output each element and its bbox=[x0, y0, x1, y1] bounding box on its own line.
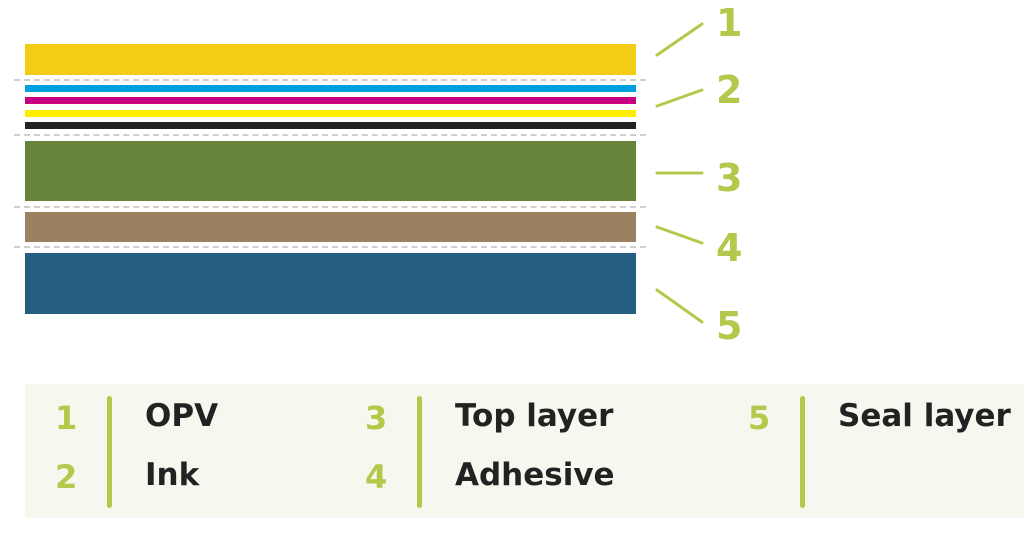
legend-num-5: 5 bbox=[748, 399, 771, 437]
leader-line-5 bbox=[655, 288, 704, 324]
divider bbox=[14, 134, 646, 136]
callout-1: 1 bbox=[716, 1, 743, 45]
legend-divider bbox=[417, 396, 422, 508]
legend-num-2: 2 bbox=[55, 458, 78, 496]
ink-cyan bbox=[25, 85, 636, 92]
legend-label-seal-layer: Seal layer bbox=[838, 398, 1011, 434]
legend-num-1: 1 bbox=[55, 399, 78, 437]
ink-black bbox=[25, 122, 636, 129]
legend-label-opv: OPV bbox=[145, 398, 219, 434]
divider bbox=[14, 79, 646, 81]
callout-2: 2 bbox=[716, 68, 743, 112]
ink-magenta bbox=[25, 97, 636, 104]
legend-divider bbox=[107, 396, 112, 508]
legend-label-top-layer: Top layer bbox=[455, 398, 614, 434]
layer-adhesive bbox=[25, 212, 636, 242]
legend-num-4: 4 bbox=[365, 458, 388, 496]
legend-label-adhesive: Adhesive bbox=[455, 457, 615, 493]
legend-label-ink: Ink bbox=[145, 457, 200, 493]
callout-4: 4 bbox=[716, 226, 743, 270]
leader-line-1 bbox=[655, 22, 704, 57]
callout-5: 5 bbox=[716, 304, 743, 348]
leader-line-4 bbox=[655, 225, 704, 245]
leader-lines bbox=[655, 22, 704, 324]
divider bbox=[14, 206, 646, 208]
leader-line-2 bbox=[655, 88, 704, 108]
legend-divider bbox=[800, 396, 805, 508]
legend-num-3: 3 bbox=[365, 399, 388, 437]
divider bbox=[14, 246, 646, 248]
callout-3: 3 bbox=[716, 156, 743, 200]
layer-opv bbox=[25, 44, 636, 75]
legend: 1 2 OPV Ink 3 4 Top layer Adhesive 5 Sea… bbox=[25, 384, 1024, 518]
layer-top bbox=[25, 141, 636, 201]
layer-seal bbox=[25, 253, 636, 314]
ink-yellow bbox=[25, 110, 636, 117]
